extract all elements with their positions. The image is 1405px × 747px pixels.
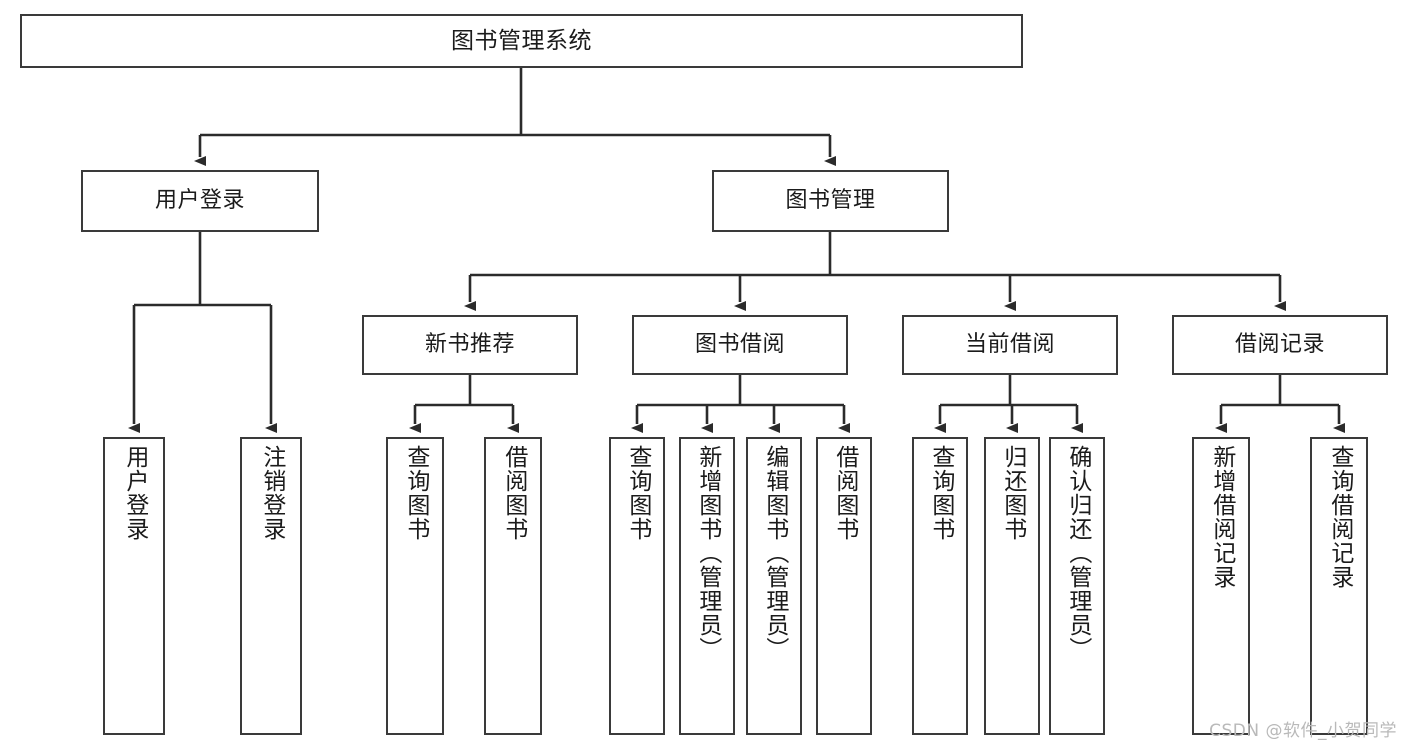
node-label: 注销登录	[258, 445, 285, 541]
node-label: 图书管理系统	[451, 27, 592, 54]
leaf-user-login[interactable]: 用户登录	[103, 437, 165, 735]
node-book-management[interactable]: 图书管理	[712, 170, 949, 232]
leaf-return-book[interactable]: 归还图书	[984, 437, 1040, 735]
leaf-edit-book-admin[interactable]: 编辑图书（管理员）	[746, 437, 802, 735]
node-label: 新增借阅记录	[1208, 445, 1235, 589]
node-label: 借阅图书	[831, 445, 858, 541]
node-label: 用户登录	[154, 188, 245, 213]
leaf-confirm-return-admin[interactable]: 确认归还（管理员）	[1049, 437, 1105, 735]
node-label: 用户登录	[121, 445, 148, 541]
node-label: 当前借阅	[964, 332, 1055, 357]
node-label: 查询借阅记录	[1326, 445, 1353, 589]
leaf-query-book-borrow[interactable]: 查询图书	[609, 437, 665, 735]
node-label: 借阅记录	[1234, 332, 1325, 357]
node-label: 查询图书	[624, 445, 651, 541]
leaf-query-book-current[interactable]: 查询图书	[912, 437, 968, 735]
node-label: 查询图书	[402, 445, 429, 541]
node-book-borrow[interactable]: 图书借阅	[632, 315, 848, 375]
node-label: 借阅图书	[500, 445, 527, 541]
node-label: 确认归还（管理员）	[1064, 445, 1091, 661]
node-label: 归还图书	[999, 445, 1026, 541]
node-label: 图书管理	[785, 188, 876, 213]
node-label: 新书推荐	[424, 332, 515, 357]
watermark-text: CSDN @软件_小贺同学	[1209, 721, 1397, 741]
node-root-book-management-system[interactable]: 图书管理系统	[20, 14, 1023, 68]
leaf-logout-login[interactable]: 注销登录	[240, 437, 302, 735]
node-label: 查询图书	[927, 445, 954, 541]
node-label: 新增图书（管理员）	[694, 445, 721, 661]
node-label: 编辑图书（管理员）	[761, 445, 788, 661]
leaf-borrow-book[interactable]: 借阅图书	[816, 437, 872, 735]
node-label: 图书借阅	[694, 332, 785, 357]
node-user-login[interactable]: 用户登录	[81, 170, 319, 232]
node-borrow-record[interactable]: 借阅记录	[1172, 315, 1388, 375]
leaf-add-borrow-record[interactable]: 新增借阅记录	[1192, 437, 1250, 735]
node-current-borrow[interactable]: 当前借阅	[902, 315, 1118, 375]
leaf-query-borrow-record[interactable]: 查询借阅记录	[1310, 437, 1368, 735]
node-new-book-recommend[interactable]: 新书推荐	[362, 315, 578, 375]
leaf-borrow-book-recommend[interactable]: 借阅图书	[484, 437, 542, 735]
leaf-query-book-recommend[interactable]: 查询图书	[386, 437, 444, 735]
leaf-add-book-admin[interactable]: 新增图书（管理员）	[679, 437, 735, 735]
